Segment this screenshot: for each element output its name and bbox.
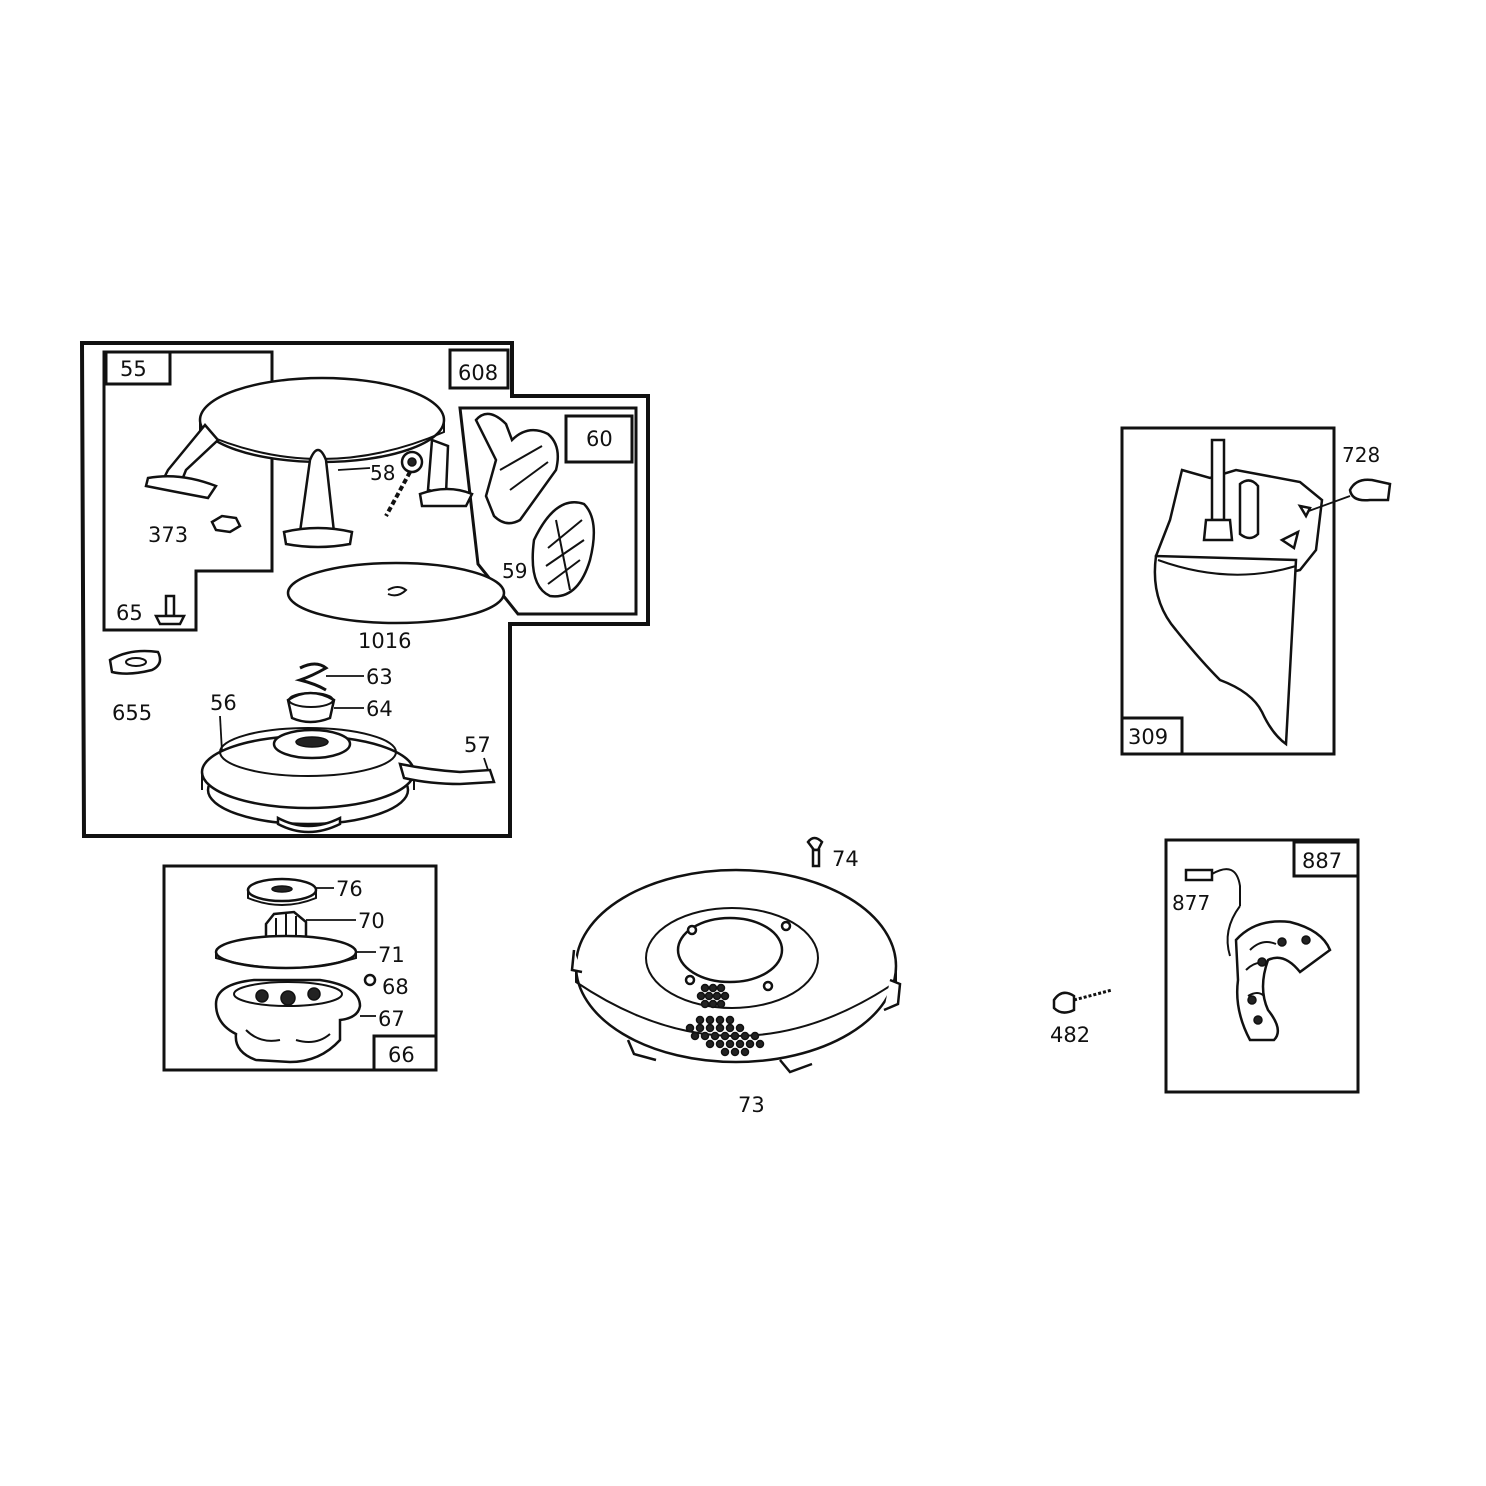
group-887-tag <box>1292 840 1360 878</box>
label-57: 57 <box>464 733 491 757</box>
label-64: 64 <box>366 697 393 721</box>
part-56-drawing: 56 <box>200 691 416 834</box>
part-57-drawing: 57 <box>398 733 496 786</box>
group-309-label: 309 <box>1128 725 1168 749</box>
label-65: 65 <box>116 601 143 625</box>
part-71-drawing: 71 <box>214 934 405 970</box>
group-55-tag <box>104 350 172 386</box>
label-67: 67 <box>378 1007 405 1031</box>
group-60-label: 60 <box>586 427 613 451</box>
part-73-drawing: 73 <box>570 868 902 1117</box>
part-63-drawing: 63 <box>294 662 393 692</box>
part-76-drawing: 76 <box>246 877 363 906</box>
part-373-drawing: 373 <box>148 514 242 547</box>
label-68: 68 <box>382 975 409 999</box>
group-60-frame: 60 <box>458 406 638 616</box>
group-887-label: 887 <box>1302 849 1342 873</box>
group-66-tag <box>372 1034 438 1072</box>
label-74: 74 <box>832 847 859 871</box>
label-59: 59 <box>502 559 527 583</box>
label-63: 63 <box>366 665 393 689</box>
part-1016-drawing: 1016 <box>286 561 506 653</box>
part-59-drawing: 59 <box>502 501 596 598</box>
label-71: 71 <box>378 943 405 967</box>
group-608-label: 608 <box>458 361 498 385</box>
part-60-drawing <box>474 412 559 525</box>
group-309-frame: 309 <box>1120 426 1336 756</box>
part-64-drawing: 64 <box>286 691 393 724</box>
label-58: 58 <box>370 461 395 485</box>
part-877-drawing: 877 <box>1172 868 1241 915</box>
label-373: 373 <box>148 523 188 547</box>
label-655: 655 <box>112 701 152 725</box>
screen-mesh <box>685 983 765 1057</box>
group-309-tag <box>1120 716 1184 756</box>
label-76: 76 <box>336 877 363 901</box>
starter-housing-drawing <box>144 376 474 549</box>
group-66-frame: 66 <box>162 864 438 1072</box>
part-887-drawing <box>1226 905 1332 1042</box>
group-66-label: 66 <box>388 1043 415 1067</box>
label-1016: 1016 <box>358 629 411 653</box>
part-68-drawing: 68 <box>363 973 409 999</box>
group-55-frame: 55 <box>102 350 274 632</box>
label-73: 73 <box>738 1093 765 1117</box>
part-74-drawing: 74 <box>806 836 859 871</box>
group-608-tag <box>448 348 510 390</box>
label-877: 877 <box>1172 891 1210 915</box>
part-65-drawing: 65 <box>116 594 187 626</box>
group-887-frame: 887 <box>1164 838 1360 1094</box>
group-55-label: 55 <box>120 357 147 381</box>
part-58-drawing: 58 <box>337 461 412 517</box>
label-728: 728 <box>1342 443 1380 467</box>
part-309-drawing <box>1153 438 1324 747</box>
group-60-tag <box>564 414 634 464</box>
part-482-drawing: 482 <box>1050 988 1113 1047</box>
part-67-drawing: 67 <box>214 978 405 1064</box>
part-655-drawing: 655 <box>108 649 162 725</box>
label-70: 70 <box>358 909 385 933</box>
part-728-drawing: 728 <box>1297 443 1392 519</box>
label-56: 56 <box>210 691 237 715</box>
group-608-frame: 608 <box>79 341 650 838</box>
label-482: 482 <box>1050 1023 1090 1047</box>
